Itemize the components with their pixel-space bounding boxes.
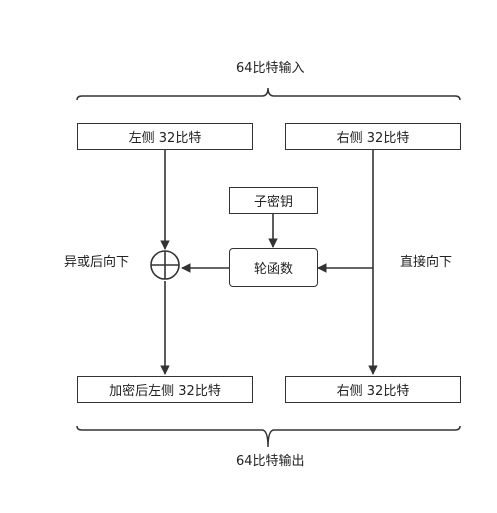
left-output-box: 加密后左侧 32比特	[77, 376, 253, 403]
input-label: 64比特输入	[236, 61, 305, 76]
round-function-box: 轮函数	[229, 248, 318, 287]
left-input-box: 左侧 32比特	[77, 123, 253, 150]
xor-icon	[150, 250, 180, 280]
right-input-box: 右侧 32比特	[285, 123, 461, 150]
subkey-box: 子密钥	[229, 187, 318, 214]
right-output-box: 右侧 32比特	[285, 376, 461, 403]
input-brace	[76, 87, 461, 101]
straight-down-label: 直接向下	[400, 255, 453, 270]
output-label: 64比特输出	[236, 454, 305, 469]
output-brace	[76, 425, 461, 448]
xor-down-label: 异或后向下	[64, 255, 130, 270]
